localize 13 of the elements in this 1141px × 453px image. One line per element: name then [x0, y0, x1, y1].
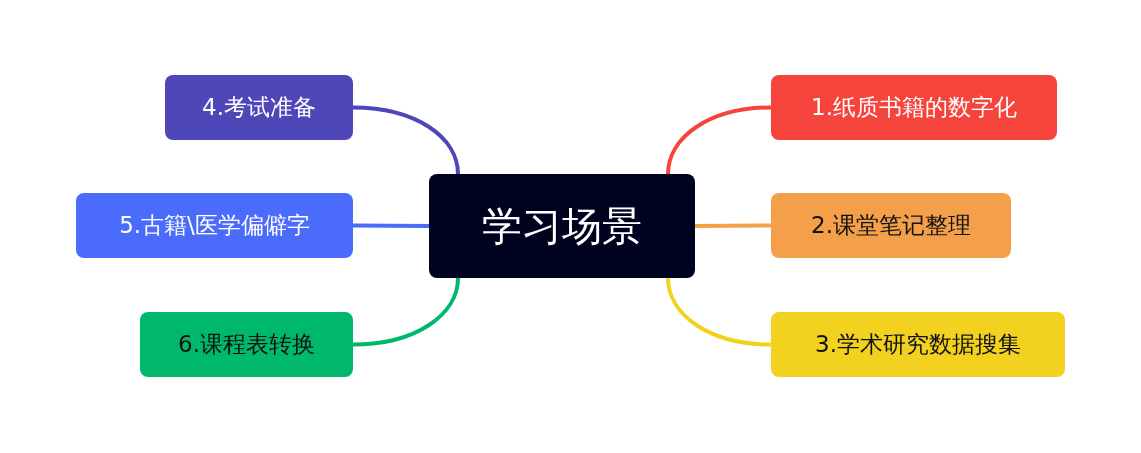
central-topic-box: 学习场景 — [429, 174, 695, 278]
topic-box: 4.考试准备 — [165, 75, 353, 140]
topic-box: 1.纸质书籍的数字化 — [771, 75, 1057, 140]
connector-line — [666, 105, 772, 175]
connector-line — [695, 223, 771, 228]
topic-box: 6.课程表转换 — [140, 312, 353, 377]
connector-line — [352, 105, 460, 175]
connector-line — [352, 277, 460, 347]
topic-box: 5.古籍\医学偏僻字 — [76, 193, 353, 258]
connector-line — [666, 277, 772, 347]
topic-box: 3.学术研究数据搜集 — [771, 312, 1065, 377]
connector-line — [353, 223, 429, 228]
topic-box: 2.课堂笔记整理 — [771, 193, 1011, 258]
